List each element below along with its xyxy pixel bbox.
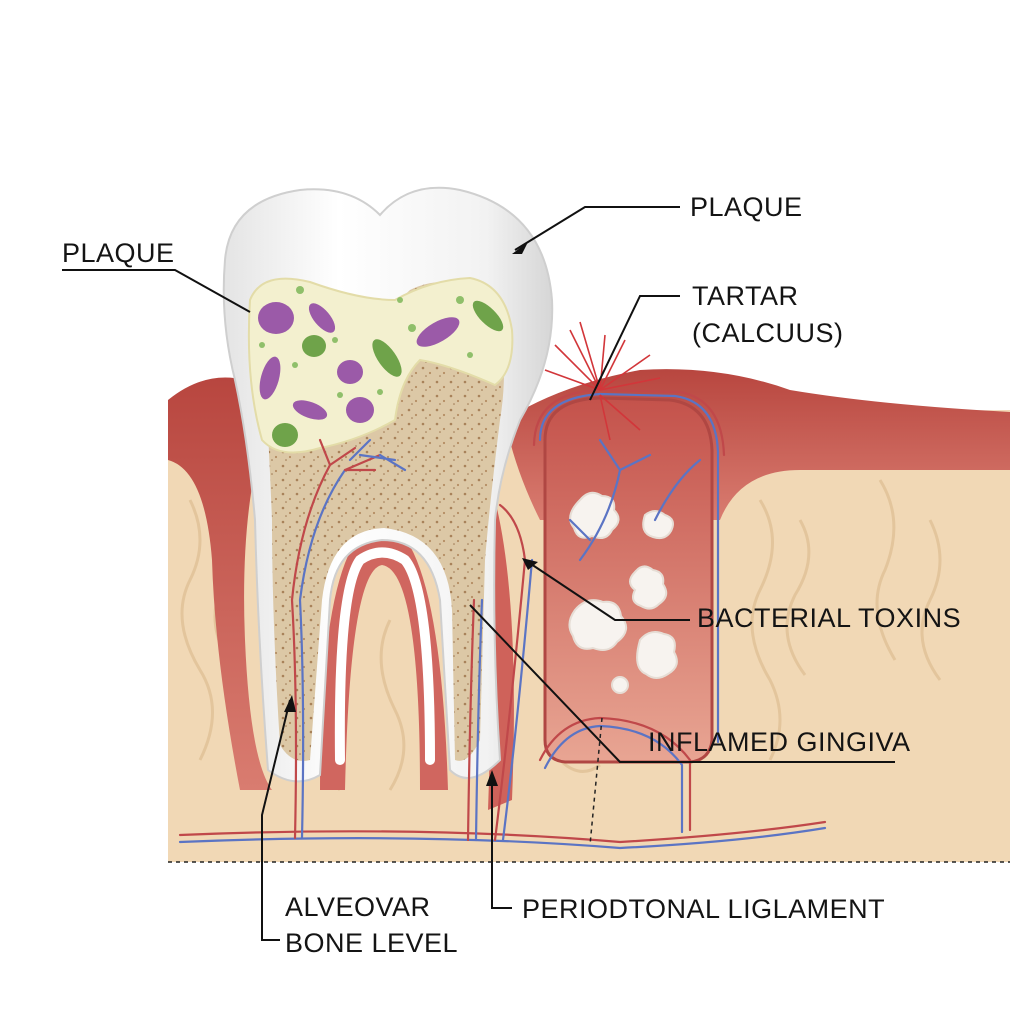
inflammation-rays	[544, 321, 661, 441]
gingiva-left	[168, 377, 272, 790]
label-calculus: (CALCUUS)	[692, 318, 844, 348]
label-tartar: TARTAR	[692, 281, 799, 311]
pulp-canal	[334, 547, 435, 765]
tartar-deposits	[568, 491, 678, 694]
blood-vessels	[178, 438, 827, 850]
inflamed-pocket	[543, 396, 714, 764]
label-bone-level: BONE LEVEL	[285, 928, 458, 958]
bacteria	[258, 286, 504, 447]
label-bacterial-toxins: BACTERIAL TOXINS	[697, 603, 961, 633]
leader-lines	[62, 206, 895, 941]
label-periodontal-ligament: PERIODTONAL LIGLAMENT	[522, 894, 885, 924]
label-plaque-left: PLAQUE	[62, 238, 175, 268]
label-alveolar: ALVEOVAR	[285, 892, 431, 922]
label-plaque-right: PLAQUE	[690, 192, 803, 222]
label-inflamed-gingiva: INFLAMED GINGIVA	[648, 727, 911, 757]
